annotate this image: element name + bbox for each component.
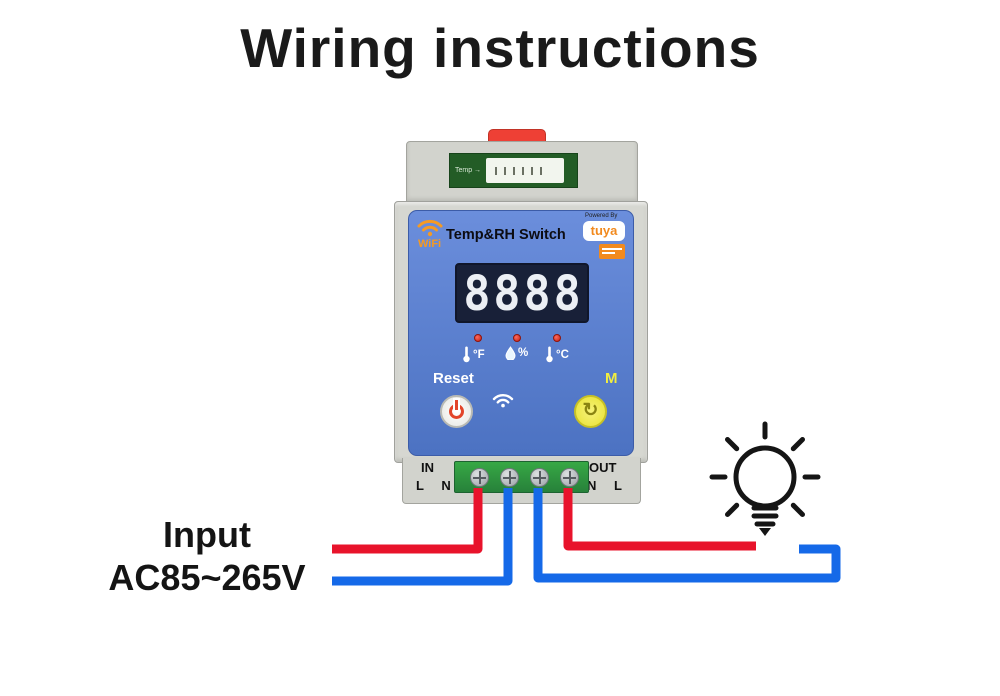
terminal-screw-3 bbox=[530, 468, 549, 487]
led-indicator-2 bbox=[513, 334, 521, 342]
reset-power-button bbox=[440, 395, 473, 428]
in-label: IN bbox=[421, 460, 434, 475]
tuya-badge bbox=[599, 244, 625, 259]
top-label-screen bbox=[486, 158, 565, 183]
led-indicator-1 bbox=[474, 334, 482, 342]
product-name: Temp&RH Switch bbox=[446, 227, 566, 243]
wifi-signal-icon bbox=[492, 392, 514, 413]
device-front-panel: WiFi Temp&RH Switch Powered By tuya 8888… bbox=[408, 210, 634, 456]
left-pins-label: L N bbox=[416, 478, 458, 493]
m-button: ↻ bbox=[574, 395, 607, 428]
device-top-label: Temp → bbox=[449, 153, 578, 188]
display-digits: 8888 bbox=[463, 264, 584, 322]
out-label: OUT bbox=[589, 460, 617, 475]
powered-by-label: Powered By bbox=[585, 213, 618, 219]
input-label-line1: Input bbox=[163, 514, 251, 555]
terminal-strip bbox=[454, 461, 589, 493]
thermometer-icon bbox=[546, 346, 553, 363]
celsius-indicator: °C bbox=[545, 346, 569, 363]
input-voltage-label: Input AC85~265V bbox=[78, 513, 336, 599]
led-indicator-3 bbox=[553, 334, 561, 342]
terminal-screw-4 bbox=[560, 468, 579, 487]
humidity-indicator: % bbox=[505, 346, 528, 360]
cycle-icon: ↻ bbox=[582, 400, 599, 421]
wifi-label: WiFi bbox=[418, 238, 442, 250]
right-pins-label: N L bbox=[587, 478, 629, 493]
percent-label: % bbox=[518, 347, 529, 359]
thermometer-icon bbox=[463, 346, 470, 363]
tuya-logo: tuya bbox=[583, 221, 625, 241]
segment-display: 8888 bbox=[455, 263, 589, 323]
top-label-text: Temp → bbox=[455, 167, 482, 174]
light-bulb-icon bbox=[709, 421, 821, 536]
water-drop-icon bbox=[505, 346, 516, 360]
reset-label: Reset bbox=[433, 370, 474, 387]
wifi-logo-icon bbox=[417, 217, 443, 242]
fahrenheit-label: °F bbox=[473, 348, 485, 361]
page-title: Wiring instructions bbox=[240, 17, 760, 79]
input-label-line2: AC85~265V bbox=[108, 557, 306, 599]
terminal-screw-1 bbox=[470, 468, 489, 487]
terminal-block: IN OUT L N N L bbox=[402, 458, 641, 504]
m-label: M bbox=[605, 370, 618, 387]
celsius-label: °C bbox=[556, 348, 569, 361]
terminal-screw-2 bbox=[500, 468, 519, 487]
fahrenheit-indicator: °F bbox=[462, 346, 485, 363]
